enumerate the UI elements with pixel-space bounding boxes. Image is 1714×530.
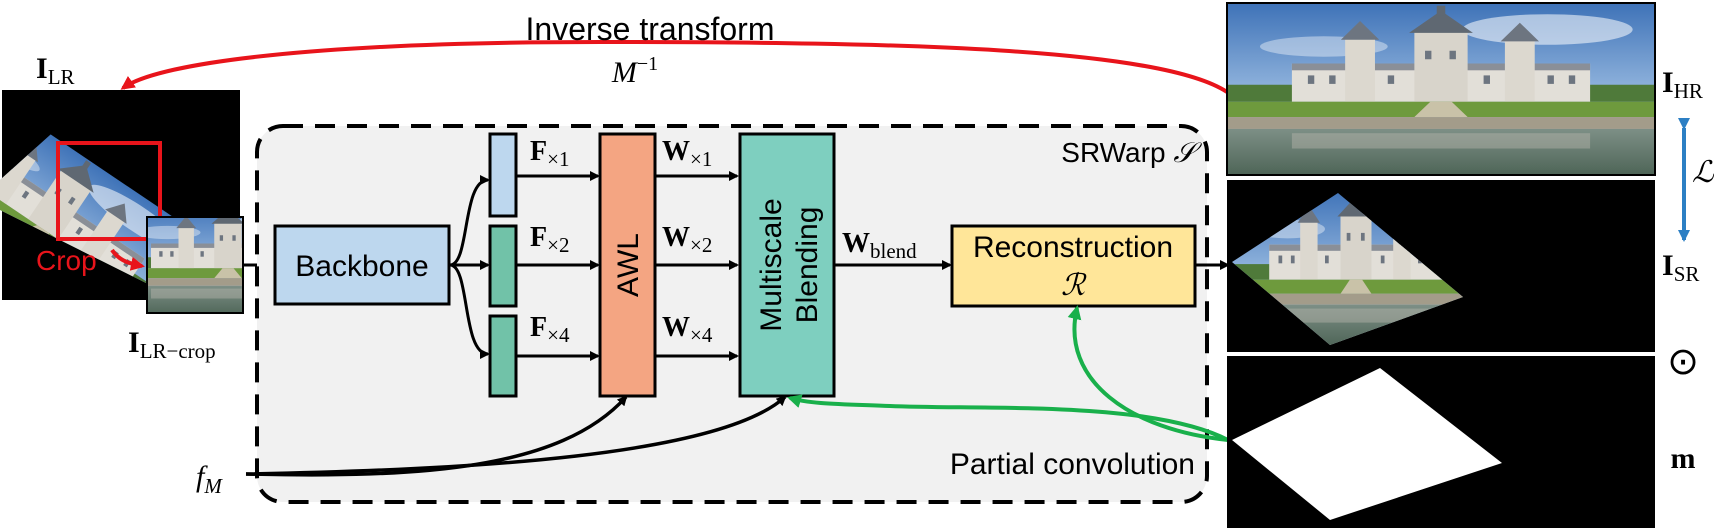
backbone-to-fx4-arrow: [449, 263, 490, 359]
lr-image-label: ILR: [36, 52, 75, 89]
hr-image-label: IHR: [1662, 66, 1703, 103]
fm-to-blending-arrow: [245, 395, 787, 476]
blending-label-line2: Blending: [791, 207, 824, 324]
wblend-label: Wblend: [842, 228, 917, 263]
inverse-transform-arrow: [120, 39, 1229, 94]
crop-box: [56, 141, 162, 241]
reconstruction-label: Reconstruction: [973, 231, 1173, 264]
hr-image-content: [1228, 4, 1654, 174]
backbone-to-fx1-arrow: [449, 175, 490, 267]
feature-x1-label: F×1: [530, 136, 569, 171]
lr-crop-label: ILR−crop: [128, 326, 216, 363]
feature-x1-block: [488, 132, 518, 218]
mask-to-blending-arrow: [787, 394, 1229, 442]
mask-label: m: [1671, 442, 1696, 475]
sr-image-label: ISR: [1662, 249, 1699, 286]
inverse-transform-symbol: M−1: [611, 53, 658, 89]
weight-x1-label: W×1: [662, 136, 712, 171]
feature-x2-block: [488, 224, 518, 308]
feature-x4-label: F×4: [530, 312, 570, 347]
crop-label: Crop: [36, 245, 97, 276]
blending-label-line1: Multiscale: [755, 198, 788, 331]
odot-symbol: ⊙: [1667, 341, 1699, 383]
blending-block: [738, 132, 836, 398]
srwarp-panel: [255, 124, 1209, 504]
awl-label: AWL: [612, 233, 645, 297]
reconstruction-symbol: ℛ: [1061, 269, 1087, 302]
inverse-transform-label: Inverse transform: [526, 11, 775, 47]
awl-block: [598, 132, 657, 398]
backbone-block: [273, 224, 451, 306]
mask-to-recon-arrow: [1067, 305, 1229, 442]
fm-label: fM: [196, 460, 223, 498]
partial-convolution-label: Partial convolution: [950, 448, 1195, 481]
weight-x4-label: W×4: [662, 312, 713, 347]
crop-arrow: [110, 248, 145, 271]
feature-x2-label: F×2: [530, 222, 569, 257]
srwarp-title: SRWarp 𝒮: [1061, 137, 1202, 169]
backbone-label: Backbone: [295, 250, 428, 283]
feature-x4-block: [488, 314, 518, 398]
reconstruction-block: [950, 224, 1197, 308]
loss-symbol: ℒ: [1692, 156, 1714, 189]
weight-x2-label: W×2: [662, 222, 712, 257]
mask-region: [1232, 368, 1502, 520]
